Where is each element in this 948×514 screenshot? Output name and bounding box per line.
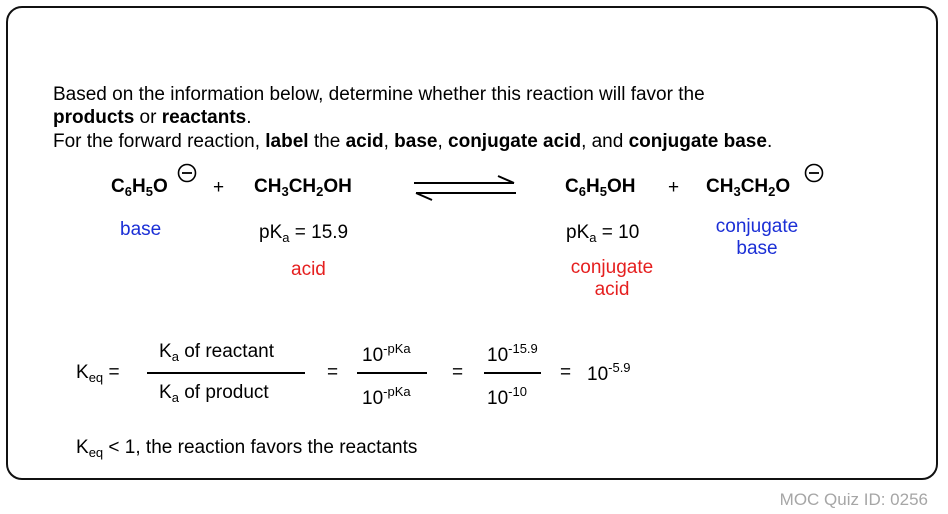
fraction3-bar [484,372,541,374]
equals-1: = [327,362,339,383]
fraction2-denominator: 10-pKa [362,384,411,409]
question-line-2: products or reactants. [53,107,252,128]
question-line-3: For the forward reaction, label the acid… [53,131,773,152]
equals-3: = [560,362,572,383]
quiz-id: MOC Quiz ID: 0256 [779,490,928,509]
fraction1-denominator: Ka of product [159,382,269,405]
keq-symbol: Keq = [76,362,120,385]
fraction2-bar [357,372,427,374]
pka-ethanol: pKa = 15.9 [259,222,349,245]
reactant-phenoxide: C6H5O [111,176,168,199]
fraction1-numerator: Ka of reactant [159,341,274,364]
plus-sign-2: + [668,177,680,198]
label-acid: acid [291,259,326,280]
negative-charge-icon [804,163,824,183]
fraction3-denominator: 10-10 [487,384,527,409]
plus-sign-1: + [213,177,225,198]
equilibrium-arrow-icon [414,175,516,201]
reactants-term: reactants [161,107,247,128]
quiz-card [6,6,938,480]
pka-phenol: pKa = 10 [566,222,640,245]
product-ethoxide: CH3CH2O [706,176,791,199]
fraction2-numerator: 10-pKa [362,341,411,366]
negative-charge-icon [177,163,197,183]
products-term: products [53,107,135,128]
equation-result: 10-5.9 [587,360,631,385]
question-line-1: Based on the information below, determin… [53,84,705,105]
equals-2: = [452,362,464,383]
label-base: base [120,219,162,240]
fraction3-numerator: 10-15.9 [487,341,538,366]
reactant-ethanol: CH3CH2OH [254,176,352,199]
fraction1-bar [147,372,305,374]
conclusion-text: Keq < 1, the reaction favors the reactan… [76,437,418,460]
product-phenol: C6H5OH [565,176,636,199]
